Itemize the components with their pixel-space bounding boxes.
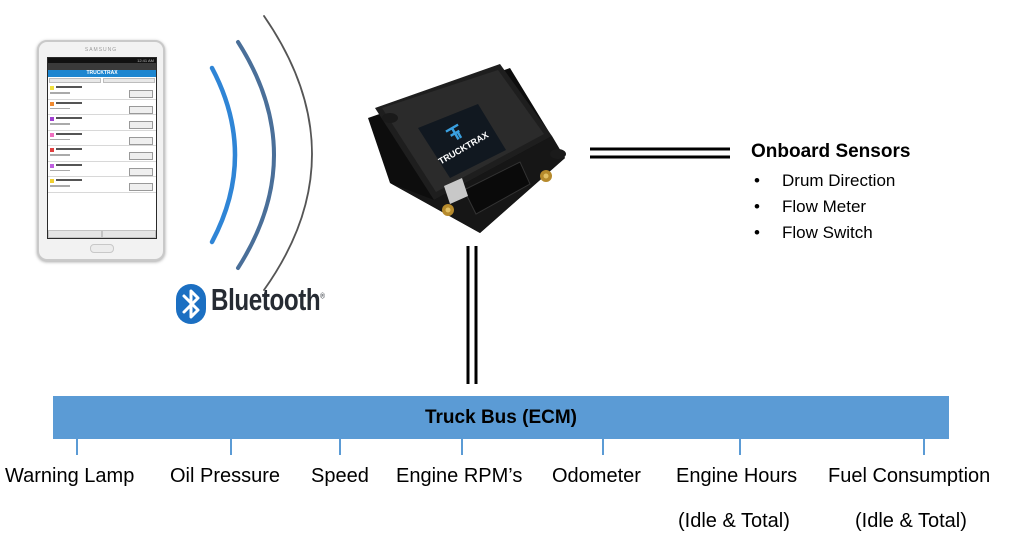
app-toolbar — [48, 63, 156, 70]
task-list — [48, 84, 156, 193]
bus-signal-speed: Speed — [311, 465, 369, 487]
bus-tick — [739, 439, 741, 455]
get-time-button — [129, 152, 153, 160]
tablet-brand: SAMSUNG — [84, 47, 118, 53]
bus-tick — [339, 439, 341, 455]
bluetooth-word: Bluetooth — [211, 282, 321, 317]
bus-signal-odometer: Odometer — [552, 465, 641, 487]
tablet-device: SAMSUNG 12:41 AM TRUCKTRAX — [37, 40, 165, 261]
engine-hours-note: (Idle & Total) — [678, 510, 790, 532]
sensor-item: •Drum Direction — [754, 171, 896, 190]
bus-tick — [230, 439, 232, 455]
signal-wave-inner — [209, 65, 238, 245]
home-button — [90, 244, 114, 253]
task-color-swatch — [50, 163, 54, 168]
bus-signal-engine-rpm: Engine RPM’s — [396, 465, 523, 487]
task-color-swatch — [50, 101, 54, 106]
task-row — [48, 84, 156, 100]
task-row — [48, 177, 156, 193]
bus-tick — [76, 439, 78, 455]
status-bar-time: 12:41 AM — [48, 58, 156, 63]
task-color-swatch — [50, 86, 54, 90]
fuel-consumption-note: (Idle & Total) — [855, 510, 967, 532]
get-time-button — [129, 121, 153, 129]
trucktrax-device: TRUCKTRAX — [368, 64, 566, 233]
task-row — [48, 131, 156, 146]
task-row — [48, 162, 156, 177]
get-time-button — [129, 90, 153, 98]
task-color-swatch — [50, 179, 54, 183]
connector-port — [463, 161, 531, 215]
get-time-button — [129, 136, 153, 145]
signal-wave-middle — [236, 40, 276, 270]
bus-signal-engine-hours: Engine Hours — [676, 465, 798, 487]
sensor-item: •Flow Meter — [754, 197, 867, 216]
bluetooth-wordmark: Bluetooth® — [211, 282, 325, 318]
device-label-plate — [418, 104, 506, 178]
sensor-item: •Flow Switch — [754, 223, 873, 242]
app-button-row — [48, 77, 156, 84]
sensor-connection-line — [590, 147, 730, 159]
get-time-button — [129, 183, 153, 191]
task-color-swatch — [50, 132, 54, 137]
task-color-swatch — [50, 117, 54, 121]
bus-tick — [923, 439, 925, 455]
bus-signal-fuel-consumption: Fuel Consumption — [828, 465, 991, 487]
bluetooth-waves — [209, 15, 313, 291]
task-row — [48, 100, 156, 115]
task-color-swatch — [50, 148, 54, 152]
app-bottom-buttons — [48, 230, 156, 238]
app-header: TRUCKTRAX — [48, 70, 156, 77]
trademark-symbol: ® — [320, 291, 325, 301]
get-time-button — [129, 167, 153, 176]
bus-tick — [461, 439, 463, 455]
bus-connection-line — [466, 246, 478, 384]
task-row — [48, 146, 156, 162]
onboard-sensors-title: Onboard Sensors — [751, 141, 911, 162]
trucktrax-logo-icon — [445, 123, 463, 141]
sensor-list: •Drum Direction •Flow Meter •Flow Switch — [754, 168, 895, 246]
bus-signal-warning-lamp: Warning Lamp — [5, 465, 135, 487]
bus-tick — [602, 439, 604, 455]
bluetooth-icon — [176, 284, 206, 324]
get-time-button — [129, 105, 153, 114]
bus-signal-oil-pressure: Oil Pressure — [170, 465, 281, 487]
truck-bus-bar: Truck Bus (ECM) — [53, 396, 949, 439]
truck-bus-label: Truck Bus (ECM) — [424, 407, 578, 428]
task-row — [48, 115, 156, 131]
tablet-screen: 12:41 AM TRUCKTRAX — [47, 57, 157, 239]
signal-wave-outer — [263, 15, 313, 291]
